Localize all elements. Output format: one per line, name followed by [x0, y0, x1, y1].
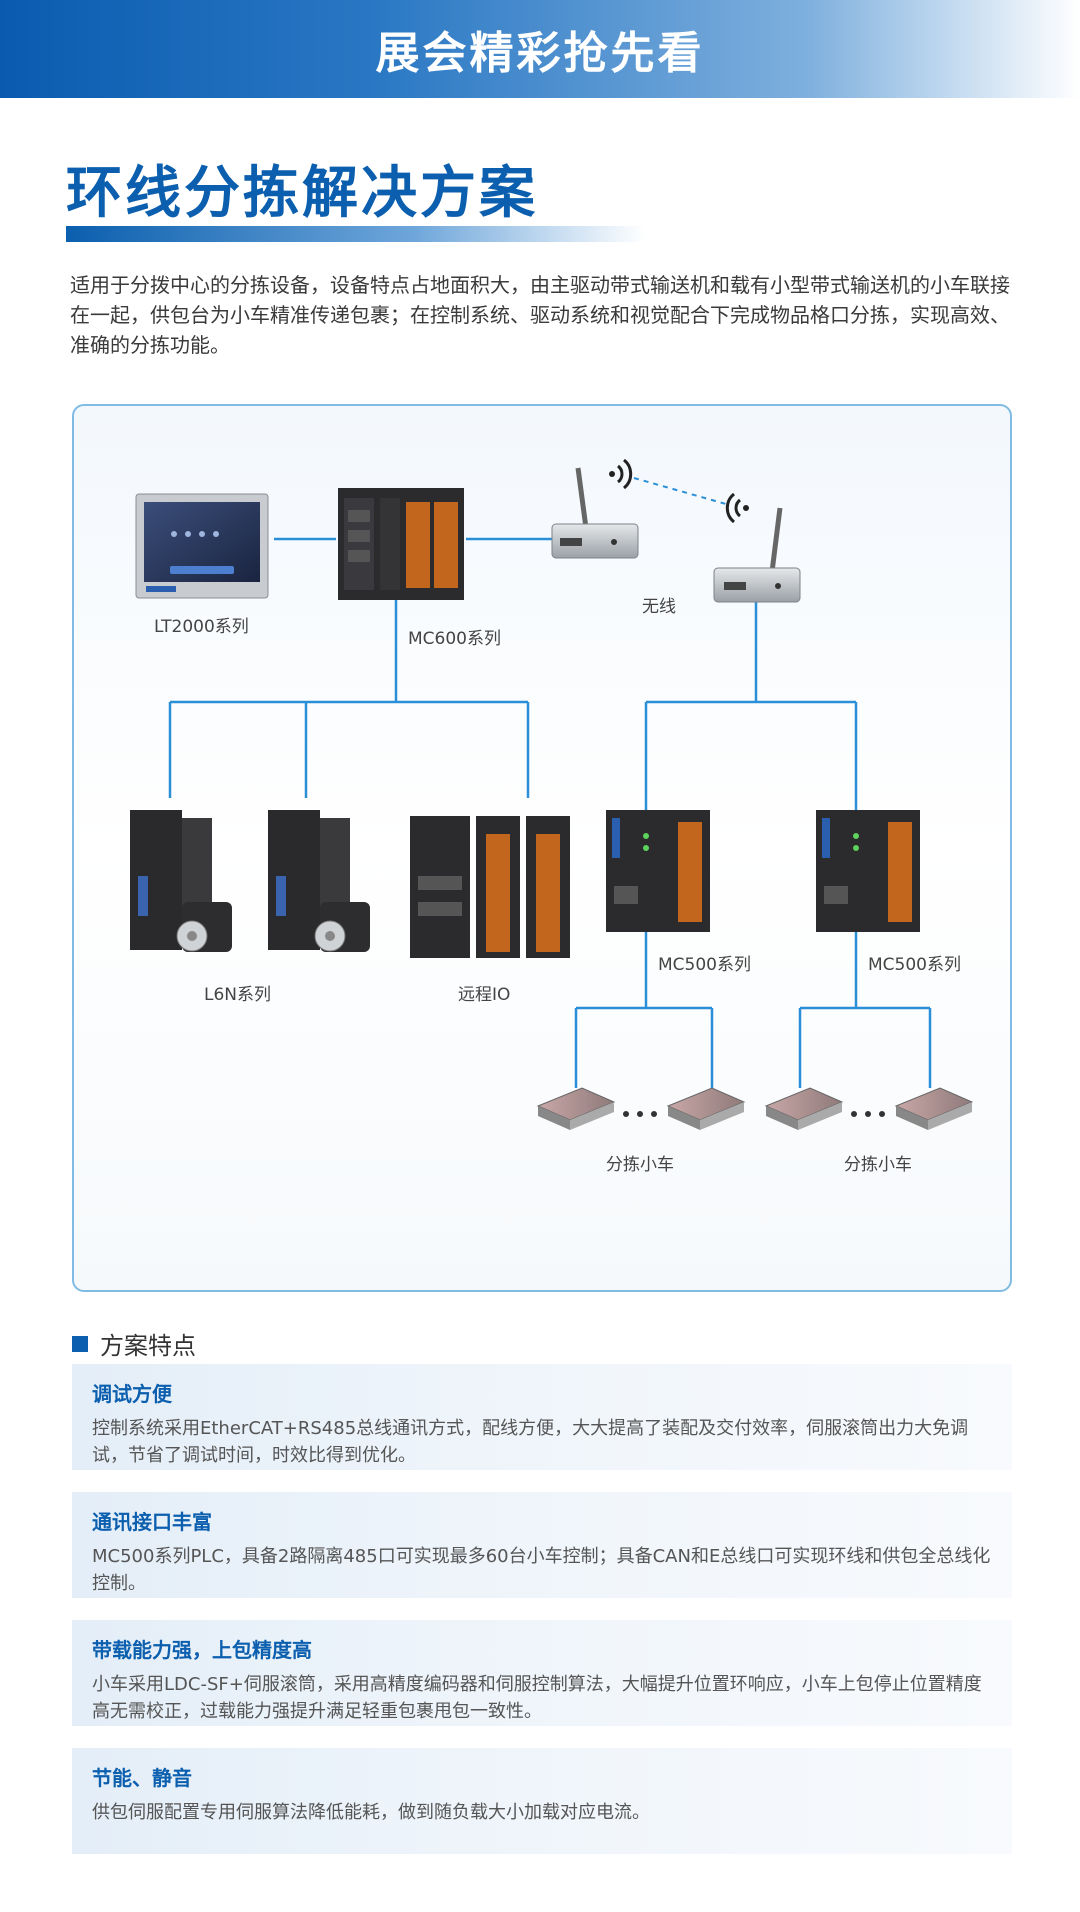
- page-title: 环线分拣解决方案: [66, 161, 538, 226]
- label-mc500-2: MC500系列: [868, 955, 961, 975]
- feature-title: 节能、静音: [92, 1766, 192, 1790]
- mc500-controller-1: [606, 810, 710, 932]
- wireless-signal-icon-2: [725, 492, 749, 524]
- sorting-cart-2: [666, 1087, 746, 1130]
- sorting-cart-3: [764, 1087, 844, 1130]
- wireless-link: [633, 477, 727, 505]
- sorting-cart-1: [536, 1087, 616, 1130]
- ellipsis-dots-1: [623, 1111, 657, 1117]
- feature-body: 小车采用LDC-SF+伺服滚筒，采用高精度编码器和伺服控制算法，大幅提升位置环响…: [92, 1674, 982, 1722]
- feature-title: 调试方便: [92, 1382, 172, 1406]
- lt2000-hmi-device: [135, 493, 269, 599]
- banner-title: 展会精彩抢先看: [375, 28, 705, 79]
- label-remote-io: 远程IO: [458, 985, 511, 1005]
- feature-card-debug: 调试方便 控制系统采用EtherCAT+RS485总线通讯方式，配线方便，大大提…: [72, 1364, 1012, 1470]
- label-l6n: L6N系列: [204, 985, 272, 1005]
- feature-title: 带载能力强，上包精度高: [92, 1638, 312, 1662]
- label-cart-2: 分拣小车: [844, 1155, 912, 1175]
- label-mc500-1: MC500系列: [658, 955, 751, 975]
- mc600-controller-device: [338, 488, 464, 600]
- top-banner: 展会精彩抢先看: [0, 0, 1080, 98]
- connection-lines: [168, 537, 932, 1088]
- feature-body: 供包伺服配置专用伺服算法降低能耗，做到随负载大小加载对应电流。: [92, 1802, 650, 1823]
- feature-body: MC500系列PLC，具备2路隔离485口可实现最多60台小车控制；具备CAN和…: [92, 1546, 991, 1594]
- ellipsis-dots-2: [851, 1111, 885, 1117]
- square-bullet-icon: [72, 1335, 88, 1352]
- wireless-router-2: [713, 507, 801, 603]
- feature-card-energy-saving: 节能、静音 供包伺服配置专用伺服算法降低能耗，做到随负载大小加载对应电流。: [72, 1748, 1012, 1854]
- mc500-controller-2: [816, 810, 920, 932]
- feature-card-interfaces: 通讯接口丰富 MC500系列PLC，具备2路隔离485口可实现最多60台小车控制…: [72, 1492, 1012, 1598]
- system-diagram: LT2000系列 MC600系列 无线 L6N系列 远程IO MC500系列 M…: [72, 404, 1012, 1292]
- l6n-servo-drive-1: [130, 810, 232, 952]
- label-lt2000: LT2000系列: [154, 617, 249, 637]
- l6n-servo-drive-2: [268, 810, 370, 952]
- sorting-cart-4: [894, 1087, 974, 1130]
- diagram-graphic: [130, 458, 974, 1130]
- feature-title: 通讯接口丰富: [92, 1510, 212, 1534]
- label-cart-1: 分拣小车: [606, 1155, 674, 1175]
- title-underline: [66, 226, 646, 242]
- features-heading: 方案特点: [72, 1326, 196, 1361]
- remote-io-device: [410, 816, 570, 958]
- wireless-signal-icon-1: [609, 458, 633, 490]
- intro-paragraph: 适用于分拨中心的分拣设备，设备特点占地面积大，由主驱动带式输送机和载有小型带式输…: [70, 273, 1010, 357]
- feature-body: 控制系统采用EtherCAT+RS485总线通讯方式，配线方便，大大提高了装配及…: [92, 1418, 969, 1466]
- feature-card-load-precision: 带载能力强，上包精度高 小车采用LDC-SF+伺服滚筒，采用高精度编码器和伺服控…: [72, 1620, 1012, 1726]
- label-wireless: 无线: [642, 597, 676, 617]
- wireless-router-1: [551, 467, 639, 559]
- features-heading-text: 方案特点: [100, 1332, 196, 1360]
- label-mc600: MC600系列: [408, 629, 501, 649]
